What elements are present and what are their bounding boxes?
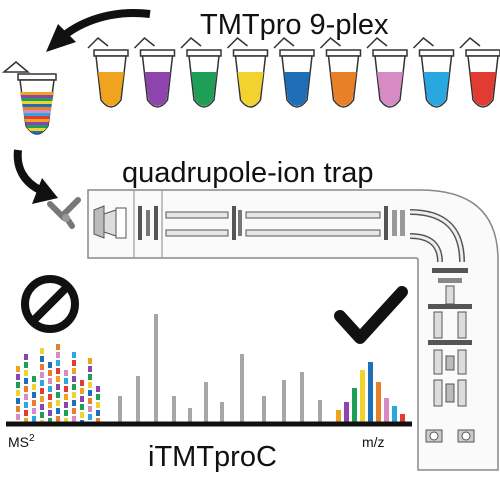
peak-mark <box>384 398 389 424</box>
peak-mark <box>88 358 92 424</box>
checkmark-icon <box>334 286 408 344</box>
peak-mark <box>118 396 122 424</box>
peak-mark <box>344 402 349 424</box>
tmt-tube <box>319 36 362 108</box>
ms-level-text: MS <box>8 434 29 450</box>
peak-mark <box>136 376 140 424</box>
peak-mark <box>64 370 68 424</box>
complement-reporter-peaks <box>336 362 405 424</box>
curved-arrow-icon <box>13 149 58 204</box>
interfered-reporter-peaks <box>16 344 100 424</box>
peak-mark <box>204 382 208 424</box>
mz-axis-label: m/z <box>362 434 385 450</box>
peak-mark <box>282 380 286 424</box>
peak-mark <box>24 354 28 424</box>
peak-mark <box>392 406 397 424</box>
syringe-source-icon <box>47 197 81 229</box>
tmt-tube-row <box>87 36 500 108</box>
tmt-tube <box>180 36 222 108</box>
peak-mark <box>72 352 76 422</box>
peak-mark <box>80 380 84 424</box>
peak-mark <box>336 410 341 424</box>
peak-mark <box>32 376 36 422</box>
tmt-tube <box>366 36 408 108</box>
instrument-body <box>87 189 499 471</box>
tmt-tube <box>226 36 269 108</box>
peak-mark <box>172 396 176 424</box>
peak-mark <box>48 362 52 424</box>
tmt-tube <box>459 36 500 108</box>
peak-mark <box>240 354 244 424</box>
peak-mark <box>220 402 224 424</box>
peak-mark <box>352 388 357 424</box>
peak-mark <box>262 396 266 424</box>
curved-arrow-icon <box>46 9 151 52</box>
tmt-tube <box>273 36 315 108</box>
peak-mark <box>300 372 304 424</box>
prohibited-icon <box>21 275 79 333</box>
peak-mark <box>188 408 192 424</box>
ms-level-superscript: 2 <box>29 433 35 444</box>
tmt-tube <box>87 36 129 108</box>
peak-mark <box>56 344 60 422</box>
peak-mark <box>368 362 373 424</box>
method-label: iTMTproC <box>148 441 277 473</box>
peak-mark <box>16 366 20 424</box>
tmt-tube <box>133 36 176 108</box>
peak-mark <box>40 348 44 424</box>
peak-mark <box>400 414 405 424</box>
mixed-sample-tube <box>1 61 57 135</box>
ms-level-label: MS2 <box>8 433 35 450</box>
peak-mark <box>360 370 365 424</box>
peak-mark <box>96 386 100 424</box>
peak-mark <box>318 400 322 424</box>
peak-mark <box>154 314 158 424</box>
peak-mark <box>376 382 381 424</box>
title-label: TMTpro 9-plex <box>200 9 389 41</box>
instrument-label: quadrupole-ion trap <box>122 157 374 189</box>
tmt-tube <box>412 36 455 108</box>
fragment-peaks <box>118 314 322 424</box>
